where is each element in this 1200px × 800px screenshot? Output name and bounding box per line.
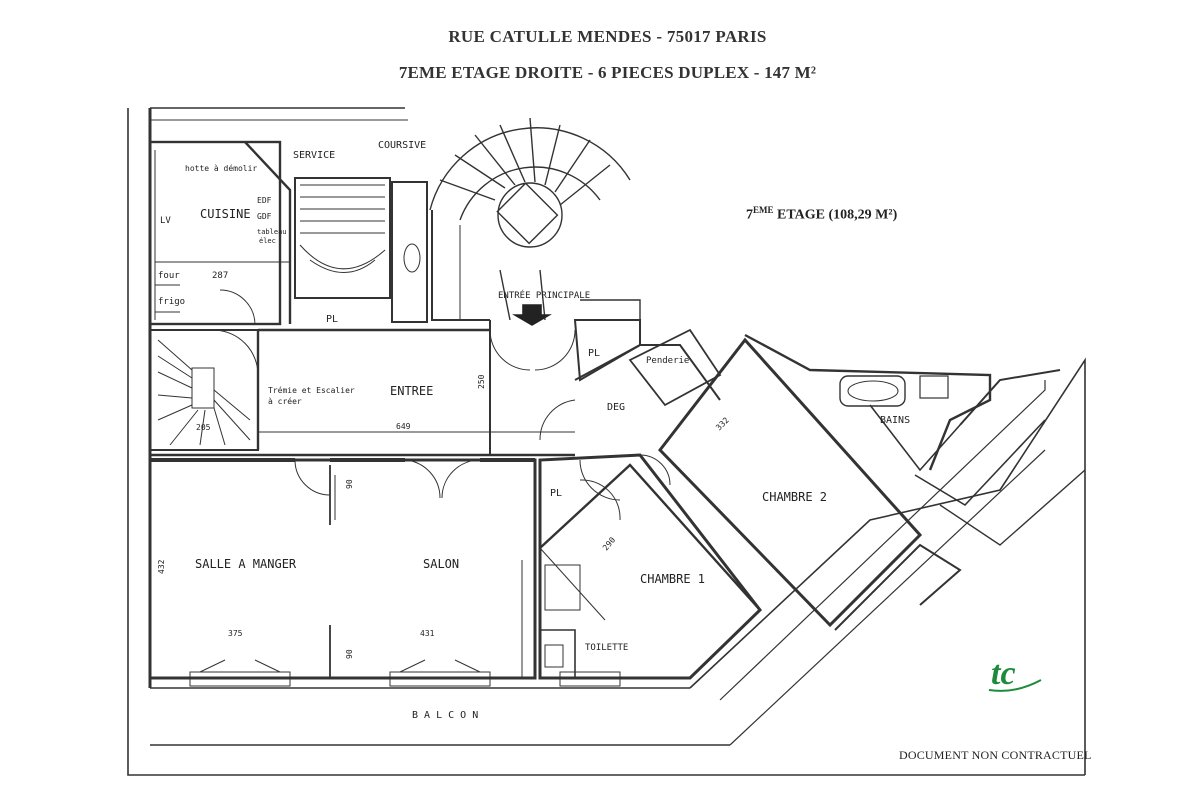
label-entree-principale: ENTRÉE PRINCIPALE: [498, 289, 590, 301]
label-tableau: tableau: [257, 228, 287, 236]
label-salle-a-manger: SALLE A MANGER: [195, 557, 297, 571]
bedroom2-wall: [658, 337, 923, 628]
label-penderie: Penderie: [646, 356, 689, 366]
logo-text: tc: [991, 655, 1016, 692]
label-a-creer: à créer: [268, 396, 302, 406]
dimension-332: 332: [714, 416, 731, 433]
label-hotte: hotte à démolir: [185, 163, 257, 173]
floor-number: 7: [746, 207, 753, 223]
label-cuisine: CUISINE: [200, 207, 251, 221]
dimension-205: 205: [196, 423, 211, 432]
label-tremie: Trémie et Escalier: [268, 385, 355, 395]
label-deg: DEG: [607, 402, 625, 413]
label-pl-entry: PL: [588, 348, 600, 359]
label-coursive: COURSIVE: [378, 140, 426, 151]
label-pl-service: PL: [326, 314, 338, 325]
label-four: four: [158, 271, 180, 281]
tc-logo: tc: [988, 655, 1042, 692]
outer-boundary-wall: [127, 108, 1085, 776]
label-elec: élec: [259, 237, 276, 245]
floor-number-suffix: EME: [753, 205, 774, 215]
dimension-649: 649: [396, 422, 411, 431]
dimension-432: 432: [157, 559, 166, 574]
label-chambre1: CHAMBRE 1: [640, 572, 705, 586]
address-title: RUE CATULLE MENDES - 75017 PARIS: [448, 27, 767, 46]
entrance-arrow: [512, 304, 552, 326]
label-balcon: B A L C O N: [412, 710, 478, 721]
label-frigo: frigo: [158, 297, 185, 307]
dimension-250: 250: [477, 374, 486, 389]
bathtub: [839, 375, 906, 407]
dimension-290: 290: [601, 535, 617, 552]
tremie-stair: [149, 329, 259, 451]
dimension-431: 431: [420, 629, 435, 638]
label-edf: EDF: [257, 196, 272, 205]
apartment-subtitle: 7EME ETAGE DROITE - 6 PIECES DUPLEX - 14…: [398, 63, 817, 82]
service-stair: [294, 177, 391, 299]
bedroom1-wall: [538, 453, 763, 680]
label-pl-bedroom: PL: [550, 488, 562, 499]
disclaimer: DOCUMENT NON CONTRACTUEL: [899, 748, 1092, 762]
label-toilette: TOILETTE: [585, 643, 628, 653]
floor-area: ETAGE (108,29 M²): [773, 207, 898, 223]
dimension-90-top: 90: [345, 479, 354, 489]
dimension-287: 287: [212, 271, 228, 281]
floor-area-label: 7EME ETAGE (108,29 M²): [746, 205, 897, 224]
dimension-90-bottom: 90: [345, 649, 354, 659]
main-spiral-stair: [429, 117, 631, 321]
label-bains: BAINS: [880, 415, 910, 426]
label-entree: ENTREE: [390, 384, 433, 398]
label-service: SERVICE: [293, 150, 335, 161]
label-chambre2: CHAMBRE 2: [762, 490, 827, 504]
kitchen-wall: [148, 140, 282, 326]
label-lv: LV: [160, 216, 171, 226]
dimension-375: 375: [228, 629, 243, 638]
label-gdf: GDF: [257, 212, 272, 221]
label-salon: SALON: [423, 557, 459, 571]
